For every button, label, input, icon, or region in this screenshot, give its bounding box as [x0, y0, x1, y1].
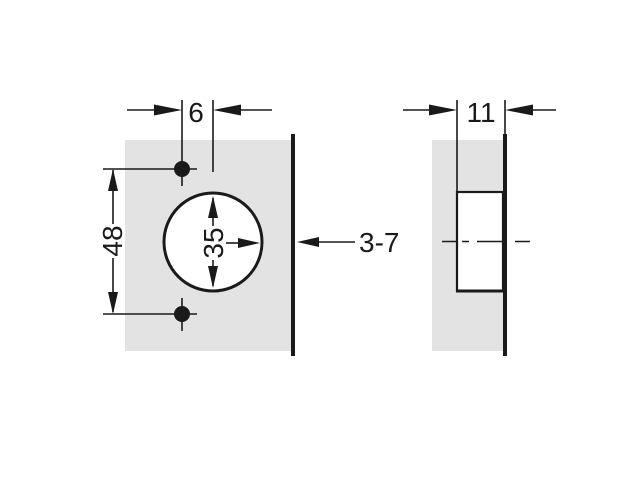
- screw-hole-bottom: [103, 298, 197, 331]
- arrowhead-down-icon: [108, 292, 118, 314]
- arrowhead-up-icon: [208, 196, 218, 218]
- screw-hole-top: [103, 161, 197, 177]
- arrowhead-left-icon: [505, 104, 533, 116]
- dimension-35: 35: [198, 196, 260, 288]
- dimension-11: 11: [403, 97, 556, 192]
- dim-48-label: 48: [97, 225, 128, 256]
- arrowhead-down-icon: [208, 266, 218, 288]
- arrowhead-right-icon: [429, 104, 457, 116]
- arrowhead-left-icon: [213, 104, 241, 116]
- dim-35-label: 35: [198, 227, 229, 258]
- arrowhead-up-icon: [108, 169, 118, 191]
- dim-11-label: 11: [466, 97, 495, 128]
- arrowhead-left-icon: [297, 237, 319, 247]
- cup-bore-circle: [162, 191, 264, 293]
- dimension-3-7: 3-7: [297, 227, 399, 258]
- front-view: 6 48: [97, 97, 399, 356]
- dimension-48: 48: [97, 169, 128, 314]
- arrowhead-right-icon: [154, 104, 182, 116]
- dim-6-label: 6: [188, 97, 204, 128]
- side-view: 11: [403, 97, 556, 356]
- arrowhead-right-icon: [238, 238, 260, 248]
- dimension-6: 6: [127, 97, 272, 186]
- dim-3-7-label: 3-7: [359, 227, 399, 258]
